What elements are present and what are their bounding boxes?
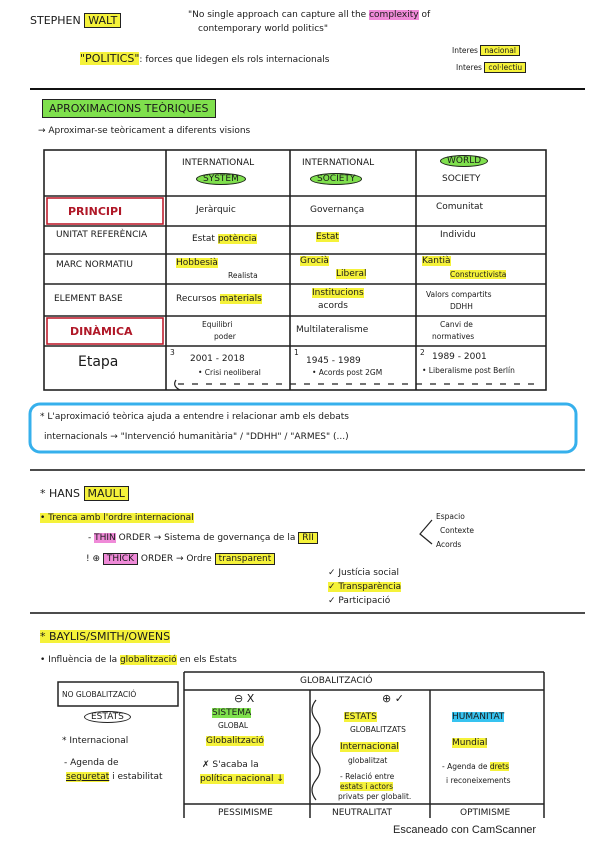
walt-quote-line1: "No single approach can capture all the … [188, 10, 431, 20]
col-international-system-sub: SYSTEM [196, 173, 246, 185]
cell-element-system: Recursos materials [176, 294, 262, 304]
col3-title: HUMANITAT [452, 712, 505, 722]
col2-hl: Internacional [340, 742, 399, 752]
cell-marc-system-a: Hobbesià [176, 258, 218, 268]
etapa-system-number: 3 [170, 348, 175, 357]
col0-line1: * Internacional [62, 736, 129, 746]
positive-marker: ⊕ ✓ [382, 692, 404, 705]
col-international-society-sub: SOCIETY [310, 173, 363, 185]
col3-line1: - Agenda de drets [442, 762, 510, 771]
col2-line2: estats i actors [340, 782, 393, 791]
row-label-element-base: ELEMENT BASE [54, 294, 123, 304]
col0-estats: ESTATS [84, 711, 131, 723]
walt-author: STEPHEN WALT [30, 13, 122, 28]
etapa-system-note: • Crisi neoliberal [198, 368, 261, 377]
cell-marc-society-b: Liberal [336, 269, 367, 279]
globalitzacio-header: GLOBALITZACIÓ [300, 676, 373, 686]
cell-principi-world: Comunitat [436, 202, 484, 212]
cell-element-society-a: Institucions [312, 288, 364, 298]
cell-element-society-b: acords [318, 301, 348, 311]
cell-marc-system-b: Realista [228, 271, 258, 280]
note-line1: * L'aproximació teòrica ajuda a entendre… [40, 412, 349, 422]
footer-pessimisme: PESSIMISME [218, 808, 273, 818]
footer-optimisme: OPTIMISME [460, 808, 511, 818]
cell-unitat-system: Estat potència [192, 234, 257, 244]
col0-line2: - Agenda de [64, 758, 119, 768]
check-participacio: ✓ Participació [328, 596, 391, 606]
cell-unitat-world: Individu [440, 230, 476, 240]
cell-principi-system: Jeràrquic [196, 205, 236, 215]
check-transparencia: ✓ Transparència [328, 582, 402, 592]
cell-marc-society-a: Grocià [300, 256, 329, 266]
etapa-society-note: • Acords post 2GM [312, 368, 383, 377]
maull-bullet: • Trenca amb l'ordre internacional [40, 513, 194, 523]
col0-line3: seguretat i estabilitat [66, 772, 163, 782]
etapa-world-note: • Liberalisme post Berlín [422, 366, 515, 375]
branch-acords: Acords [436, 540, 462, 549]
col1-line2: política nacional ↓ [200, 774, 284, 784]
cell-dinamica-world-a: Canvi de [440, 320, 473, 329]
col1-hl: Globalització [206, 736, 264, 746]
thick-order: ! ⊕ THICK ORDER → Ordre transparent [86, 553, 276, 565]
cell-dinamica-system-b: poder [214, 332, 236, 341]
cell-marc-world-a: Kantià [422, 256, 451, 266]
col3-hl: Mundial [452, 738, 488, 748]
thin-order: - THIN ORDER → Sistema de governança de … [88, 532, 318, 544]
row-label-marc: MARC NORMATIU [56, 260, 133, 270]
branch-espacio: Espacio [436, 512, 465, 521]
branch-collective: Interes col·lectiu [456, 62, 527, 73]
col2-title1: ESTATS [344, 712, 377, 722]
row-label-etapa: Etapa [78, 354, 119, 370]
row-label-unitat: UNITAT REFERÈNCIA [56, 230, 148, 240]
col1-title2: GLOBAL [218, 721, 249, 730]
row-label-principi: PRINCIPI [68, 205, 123, 218]
col3-line2: i reconeixements [446, 776, 511, 785]
col-world-society-sub: SOCIETY [442, 174, 481, 184]
no-globalitzacio-header: NO GLOBALITZACIÓ [62, 690, 137, 699]
cell-dinamica-society: Multilateralisme [296, 325, 369, 335]
branch-national: Interes nacional [452, 45, 520, 56]
col-international-society-title: INTERNATIONAL [302, 158, 375, 168]
col2-title2: GLOBALITZATS [350, 725, 406, 734]
divider [30, 88, 585, 90]
negative-marker: ⊖ X [234, 692, 255, 705]
etapa-world-dates: 1989 - 2001 [432, 352, 487, 362]
cell-dinamica-world-b: normatives [432, 332, 475, 341]
col1-title1: SISTEMA [212, 708, 252, 718]
col2-line0: globalitzat [348, 756, 388, 765]
baylis-bullet: • Influència de la globalització en els … [40, 655, 237, 665]
section-intro: → Aproximar-se teòricament a diferents v… [38, 126, 251, 136]
col-world-society-title: WORLD [440, 155, 489, 167]
politics-definition: "POLITICS": forces que lidegen els rols … [80, 52, 330, 65]
footer-neutralitat: NEUTRALITAT [332, 808, 392, 818]
etapa-system-dates: 2001 - 2018 [190, 354, 245, 364]
col2-line3: privats per globalit. [338, 792, 412, 801]
cell-unitat-society: Estat [316, 232, 339, 242]
camscanner-watermark: Escaneado con CamScanner [393, 824, 537, 836]
section-heading-aproximacions: APROXIMACIONS TEÒRIQUES [36, 99, 222, 118]
etapa-society-number: 1 [294, 348, 299, 357]
maull-author: * HANS MAULL [40, 486, 129, 501]
cell-element-world-b: DDHH [450, 302, 473, 311]
cell-dinamica-system-a: Equilibri [202, 320, 233, 329]
walt-quote-line2: contemporary world politics" [198, 24, 328, 34]
baylis-authors: * BAYLIS/SMITH/OWENS [40, 630, 171, 643]
branch-contexte: Contexte [440, 526, 474, 535]
cell-element-world-a: Valors compartits [426, 290, 492, 299]
col1-line1: ✗ S'acaba la [202, 760, 259, 770]
etapa-society-dates: 1945 - 1989 [306, 356, 361, 366]
row-label-dinamica: DINÀMICA [70, 325, 133, 338]
etapa-world-number: 2 [420, 348, 425, 357]
note-line2: internacionals → "Intervenció humanitàri… [44, 432, 349, 442]
check-justicia: ✓ Justícia social [328, 568, 399, 578]
cell-marc-world-b: Constructivista [450, 270, 507, 279]
cell-principi-society: Governança [310, 205, 365, 215]
col2-line1: - Relació entre [340, 772, 395, 781]
col-international-system-title: INTERNATIONAL [182, 158, 255, 168]
